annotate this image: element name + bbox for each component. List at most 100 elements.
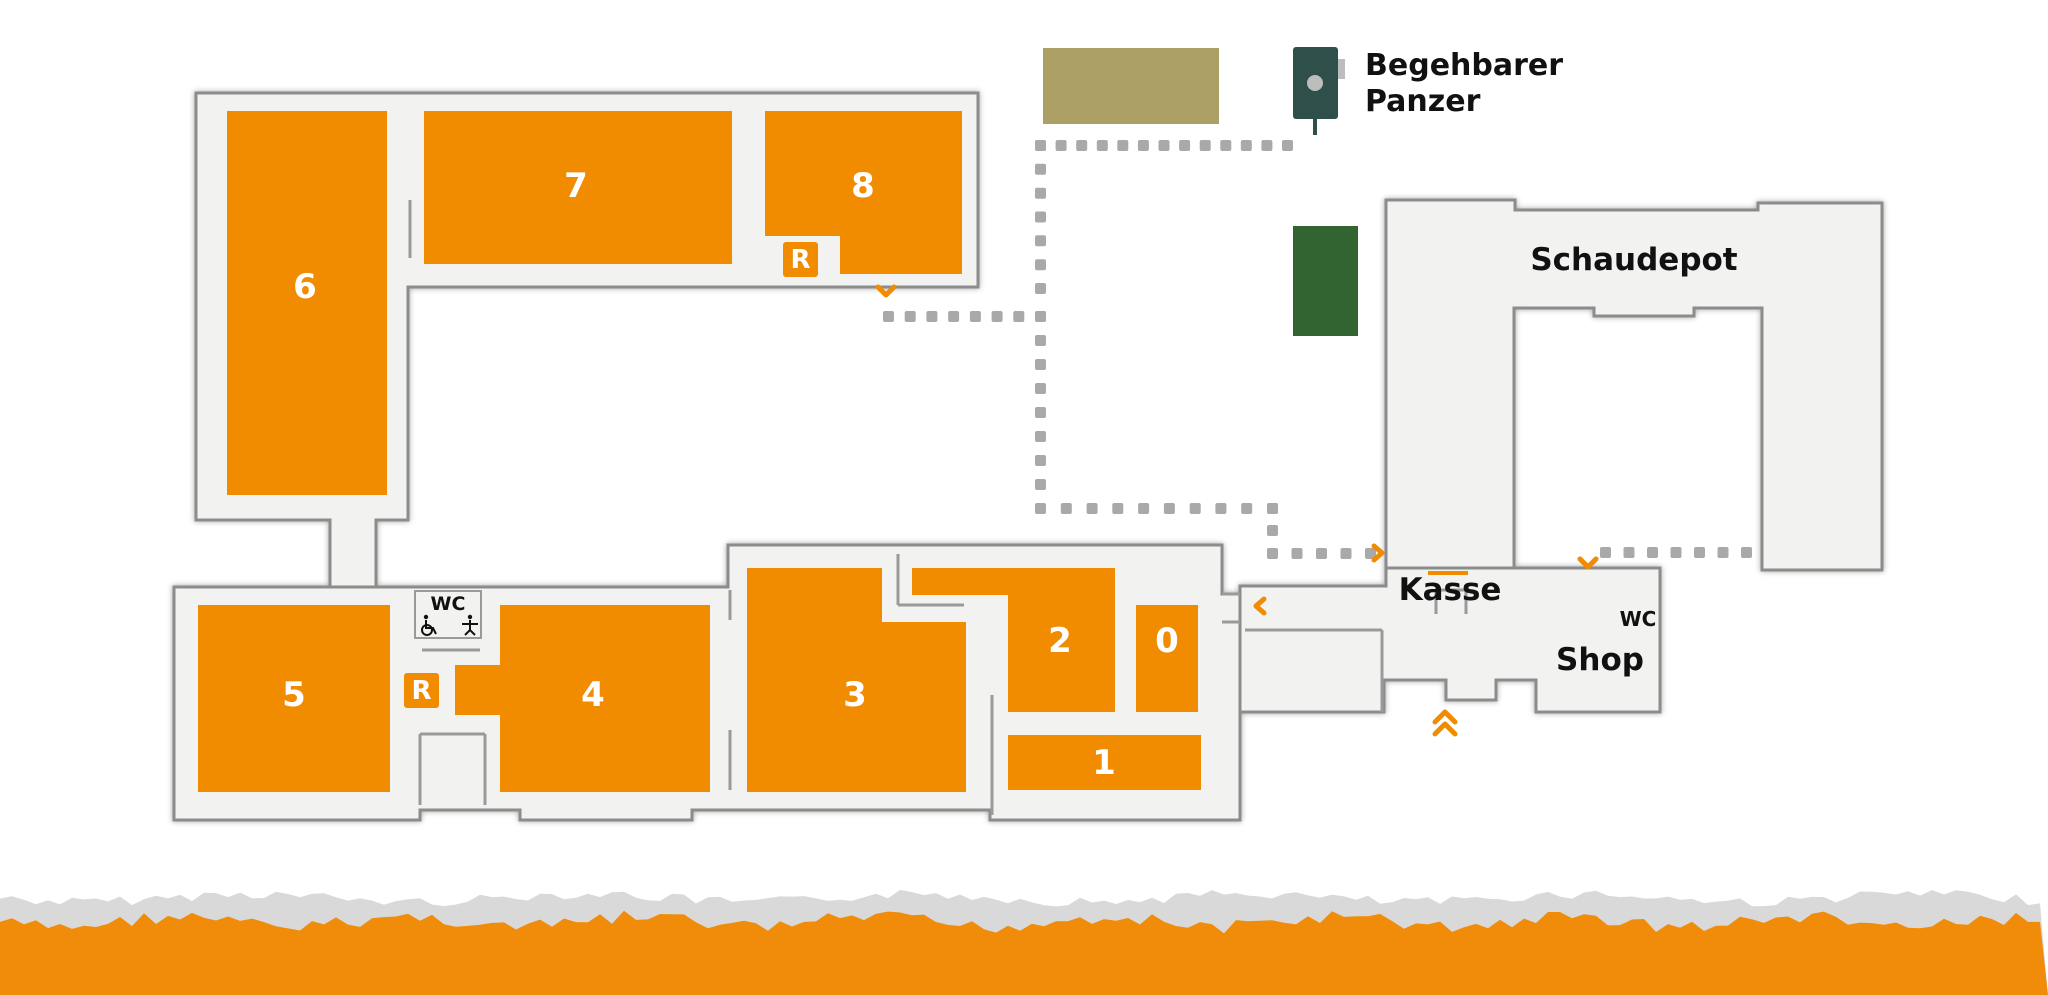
path-dot bbox=[1717, 547, 1729, 558]
room-3 bbox=[747, 568, 966, 792]
path-dot bbox=[904, 311, 916, 322]
path-dot bbox=[1035, 479, 1046, 490]
path-dot bbox=[1035, 211, 1046, 223]
path-dot bbox=[1035, 187, 1046, 199]
room-7-label: 7 bbox=[564, 166, 588, 206]
chevron-down-icon bbox=[875, 284, 897, 298]
path-dot bbox=[1112, 503, 1124, 514]
path-dot bbox=[1316, 548, 1327, 559]
tank-label-line1: Begehbarer bbox=[1365, 48, 1563, 83]
rest-marker-south: R bbox=[404, 673, 439, 708]
path-dot bbox=[1035, 283, 1046, 294]
room-8 bbox=[765, 111, 962, 274]
path-dot bbox=[1241, 503, 1253, 514]
room-2 bbox=[912, 568, 1115, 712]
room-2-label: 2 bbox=[1048, 621, 1072, 661]
path-dot bbox=[1076, 140, 1088, 151]
interior-walls bbox=[408, 200, 1468, 815]
wheelchair-icon bbox=[421, 614, 437, 636]
shop-label: Shop bbox=[1556, 642, 1644, 678]
path-dot bbox=[1220, 140, 1232, 151]
path-dot bbox=[1035, 383, 1046, 394]
chevron-left-icon bbox=[1253, 596, 1267, 616]
room-3-label: 3 bbox=[843, 675, 867, 715]
path-dot bbox=[1035, 503, 1046, 514]
exhibit-rooms: 0 1 2 3 4 5 6 7 8 bbox=[198, 111, 1201, 792]
path-dot bbox=[883, 311, 894, 322]
path-dot bbox=[1694, 547, 1705, 558]
path-dot bbox=[991, 311, 1003, 322]
path-dot bbox=[1267, 548, 1278, 559]
path-dot bbox=[1096, 140, 1108, 151]
path-dot bbox=[1035, 335, 1046, 346]
rest-marker-north-label: R bbox=[790, 245, 810, 275]
room-8-label: 8 bbox=[851, 166, 875, 206]
path-dot bbox=[1035, 407, 1046, 418]
path-dot bbox=[1267, 503, 1278, 514]
path-dot bbox=[1647, 547, 1658, 558]
path-dot bbox=[948, 311, 960, 322]
path-dot bbox=[1035, 140, 1046, 151]
floor-entrance-area bbox=[1238, 566, 1662, 714]
shop-wc-label: WC bbox=[1620, 607, 1657, 631]
path-dot bbox=[1035, 259, 1046, 271]
path-dot bbox=[1138, 503, 1150, 514]
path-dot bbox=[1035, 359, 1046, 370]
room-4 bbox=[455, 605, 710, 792]
path-dot bbox=[1163, 503, 1175, 514]
outdoor-area-green bbox=[1293, 226, 1358, 336]
path-dot bbox=[1261, 140, 1273, 151]
kasse-label: Kasse bbox=[1399, 572, 1502, 608]
wc-label: WC bbox=[431, 593, 466, 615]
restroom-wc: WC bbox=[414, 590, 482, 639]
path-dot bbox=[1158, 140, 1170, 151]
room-7 bbox=[424, 111, 732, 264]
path-dot bbox=[1291, 548, 1303, 559]
path-dot bbox=[1137, 140, 1149, 151]
path-dot bbox=[1035, 311, 1046, 322]
entrance-double-chevron-icon bbox=[1432, 709, 1458, 737]
room-0-label: 0 bbox=[1155, 621, 1179, 661]
path-dot bbox=[1365, 548, 1376, 559]
path-dot bbox=[1035, 431, 1046, 442]
room-1-label: 1 bbox=[1092, 743, 1116, 783]
chevron-down-icon bbox=[1577, 556, 1599, 570]
path-dot bbox=[1117, 140, 1129, 151]
tank-label-line2: Panzer bbox=[1365, 84, 1481, 119]
rest-marker-south-label: R bbox=[411, 676, 431, 706]
path-dot bbox=[1035, 455, 1046, 466]
room-5 bbox=[198, 605, 390, 792]
room-0 bbox=[1136, 605, 1198, 712]
path-dot bbox=[1179, 140, 1191, 151]
floor-schaudepot bbox=[1384, 198, 1884, 572]
baby-changing-icon bbox=[462, 614, 478, 636]
room-6-label: 6 bbox=[293, 267, 317, 307]
room-4-label: 4 bbox=[581, 675, 605, 715]
tank-icon bbox=[1293, 47, 1345, 135]
path-dot bbox=[1267, 525, 1278, 536]
path-dot bbox=[1215, 503, 1227, 514]
torn-paper-banner bbox=[0, 889, 2048, 995]
path-dot bbox=[1741, 547, 1752, 558]
path-dot bbox=[1282, 140, 1293, 151]
path-dot bbox=[1013, 311, 1025, 322]
path-dot bbox=[1035, 163, 1046, 175]
path-dot bbox=[1670, 547, 1682, 558]
room-1 bbox=[1008, 735, 1201, 790]
path-dot bbox=[1240, 140, 1252, 151]
path-dot bbox=[1340, 548, 1352, 559]
path-dot bbox=[1035, 235, 1046, 247]
path-dot bbox=[1623, 547, 1635, 558]
schaudepot-label: Schaudepot bbox=[1530, 242, 1737, 278]
path-dot bbox=[1199, 140, 1211, 151]
path-dot bbox=[926, 311, 938, 322]
outdoor-paths bbox=[883, 140, 1752, 559]
outdoor-area-olive bbox=[1043, 48, 1219, 124]
direction-chevrons bbox=[875, 284, 1599, 737]
room-6 bbox=[227, 111, 387, 495]
kasse-counter-mark bbox=[1428, 571, 1468, 575]
room-5-label: 5 bbox=[282, 675, 306, 715]
path-dot bbox=[1086, 503, 1098, 514]
path-dot bbox=[1055, 140, 1067, 151]
